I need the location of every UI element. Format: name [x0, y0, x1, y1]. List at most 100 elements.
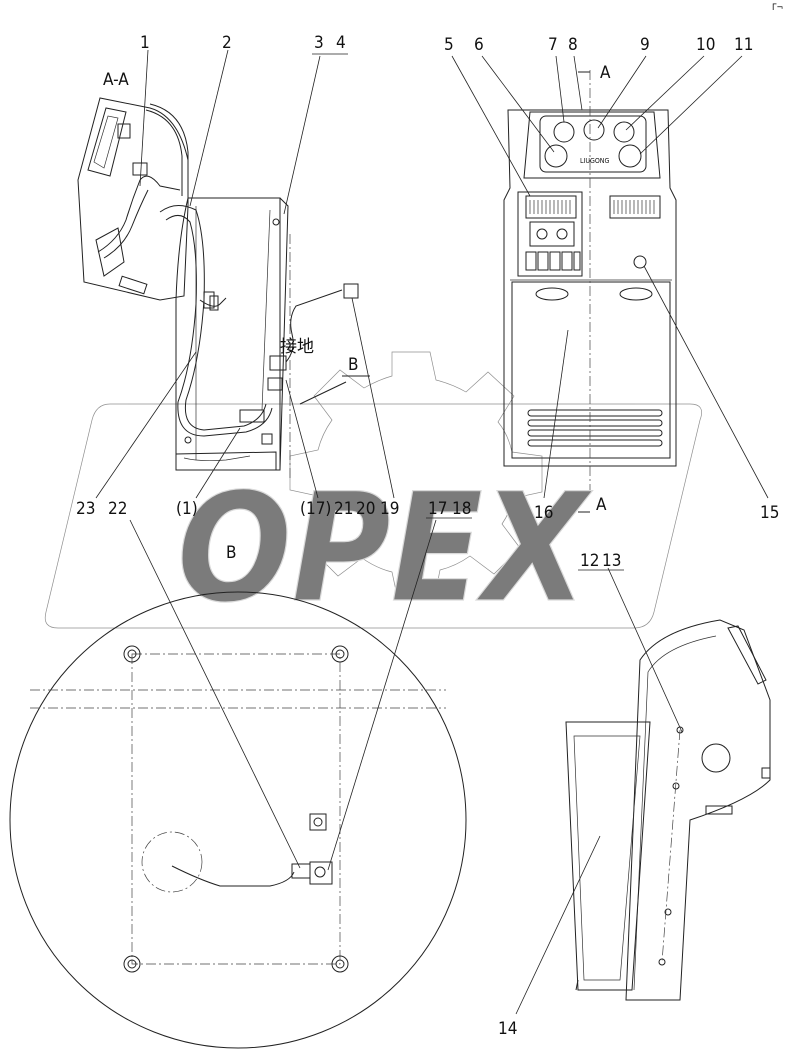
callout-15: 15	[760, 503, 779, 523]
gauge-panel-inner	[93, 115, 119, 169]
detail-b-circle	[9, 591, 467, 1049]
callout-17: 17	[428, 499, 447, 519]
section-view-a-a: A-A	[77, 70, 189, 301]
section-marker-bottom: A	[596, 495, 607, 515]
terminal-small	[261, 433, 273, 445]
harness-section	[97, 175, 181, 253]
callout-8: 8	[568, 35, 578, 55]
panel-cable-2	[145, 109, 183, 196]
gauge-cluster	[539, 115, 647, 173]
callout-1: 1	[140, 33, 150, 53]
callout-16: 16	[534, 503, 553, 523]
lower-door	[511, 281, 671, 459]
connector-block	[95, 227, 125, 277]
callout-20: 20	[356, 499, 375, 519]
ground-cable	[285, 289, 343, 363]
clip-1	[203, 291, 215, 309]
callout-labels: 1 2 3 4 5 6 7 8 9 10 11 23 22 (1) (17) 2…	[76, 33, 779, 1039]
vent-left-slats	[529, 200, 571, 214]
view-b-marker: B	[348, 355, 359, 375]
watermark-text: OPEX	[177, 462, 593, 636]
callout-10: 10	[696, 35, 715, 55]
terminal-strip	[118, 275, 148, 295]
callout-5: 5	[444, 35, 454, 55]
callout-21: 21	[334, 499, 353, 519]
side-panel-view	[565, 619, 771, 1001]
detail-terminal-lower-bolt	[314, 866, 326, 878]
section-marker-top: A	[600, 63, 611, 83]
side-foot	[705, 805, 733, 815]
seat-cover-inner	[573, 735, 641, 981]
callout-7: 7	[548, 35, 558, 55]
panel-cable	[149, 103, 189, 198]
vent-left	[525, 195, 577, 219]
gauge-4	[544, 144, 568, 168]
cabinet-outline	[175, 197, 281, 471]
side-tab	[761, 767, 771, 779]
connector-lower	[239, 409, 265, 423]
gauge-5	[618, 144, 642, 168]
leader-lines	[95, 49, 769, 1015]
callout-9: 9	[640, 35, 650, 55]
vent-right-slats	[613, 200, 655, 214]
side-window	[727, 625, 767, 685]
callout-18: 18	[452, 499, 471, 519]
watermark-banner	[44, 403, 702, 629]
side-trim	[661, 729, 681, 963]
callout-22: 22	[108, 499, 127, 519]
detail-b-view: B	[9, 543, 467, 1049]
callout-19: 19	[380, 499, 399, 519]
callout-4: 4	[336, 33, 346, 53]
detail-terminal-upper-bolt	[313, 817, 323, 827]
gauge-panel	[87, 107, 127, 177]
console-top-outline	[77, 97, 189, 301]
key-switch-1	[536, 228, 548, 240]
seat-cover-outline	[565, 721, 651, 991]
lower-grille	[527, 409, 663, 447]
relay-box	[132, 162, 148, 176]
detail-bolts	[123, 645, 349, 973]
ground-lug	[343, 283, 359, 299]
callout-3: 3	[314, 33, 324, 53]
watermark-gear-outline	[289, 351, 543, 601]
callout-17p: (17)	[300, 499, 331, 519]
callout-2: 2	[222, 33, 232, 53]
detail-plate	[131, 653, 341, 965]
detail-terminal-upper	[309, 813, 327, 831]
harness-section-2	[103, 189, 149, 259]
ground-label: 接地	[280, 337, 314, 357]
handle-right	[619, 287, 653, 301]
bracket	[117, 123, 131, 139]
console-outer	[503, 109, 677, 467]
handle-left	[535, 287, 569, 301]
callout-1p: (1)	[176, 499, 198, 519]
detail-cable	[171, 865, 295, 887]
ground-terminal	[269, 355, 287, 371]
side-panel-outline	[625, 619, 771, 1001]
rocker-switches	[525, 251, 581, 271]
detail-hole	[141, 831, 203, 893]
corner-mark: Γ¬	[772, 3, 783, 13]
key-switch-2	[556, 228, 568, 240]
gauge-1	[553, 121, 575, 143]
section-label: A-A	[103, 70, 129, 90]
harness-main-2	[165, 215, 273, 437]
cabinet-slant-edge	[261, 209, 271, 411]
gauge-2	[583, 119, 605, 141]
callout-11: 11	[734, 35, 753, 55]
side-panel-inner	[633, 635, 717, 991]
gauge-panel-front	[523, 111, 661, 179]
clip-2	[209, 295, 219, 311]
front-console-view: LIUGONG	[503, 63, 677, 515]
side-cabinet-view: 接地 B	[159, 197, 370, 480]
harness-branch	[199, 297, 227, 307]
detail-lug	[291, 863, 311, 879]
callout-6: 6	[474, 35, 484, 55]
bolt-bottom	[184, 436, 192, 444]
view-b-arrow	[299, 381, 347, 405]
callout-14: 14	[498, 1019, 517, 1039]
side-gauge	[701, 743, 731, 773]
switch-module	[517, 191, 583, 277]
detail-b-label: B	[226, 543, 237, 563]
